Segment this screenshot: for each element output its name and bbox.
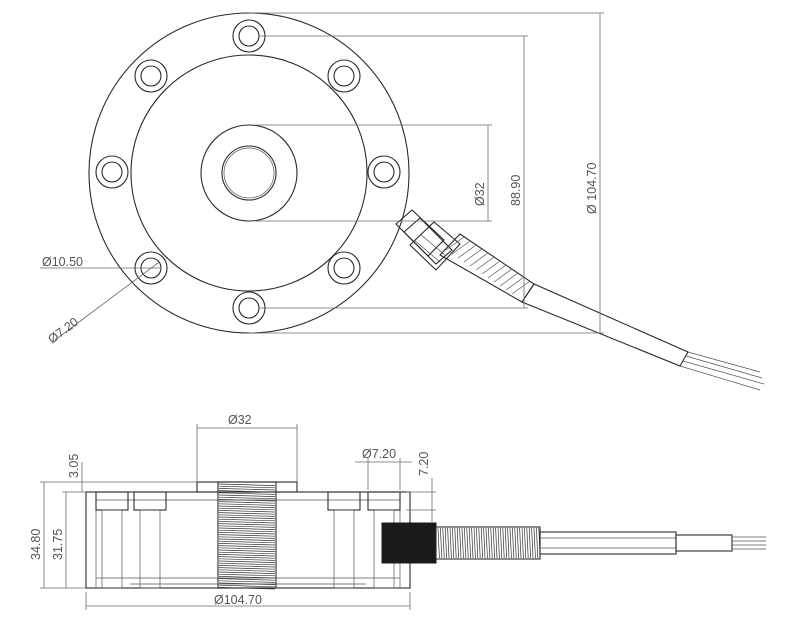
- inner-body: [130, 54, 368, 292]
- dim-hole-depth: 7.20: [417, 452, 431, 476]
- center-bore-outer: [221, 145, 277, 201]
- dim-total-height: 34.80: [29, 529, 43, 560]
- dim-center-side: Ø32: [228, 413, 252, 427]
- outer-flange: [88, 12, 410, 334]
- dim-counterbore: Ø7.20: [45, 315, 81, 347]
- dim-hole-side: Ø7.20: [362, 447, 396, 461]
- side-view: [40, 424, 766, 610]
- bolt-holes: [95, 19, 401, 325]
- dim-center-top: Ø32: [473, 182, 487, 206]
- cable-assembly: [395, 209, 765, 391]
- center-bore-inner: [223, 147, 275, 199]
- dim-body-height: 31.75: [51, 529, 65, 560]
- dim-bolt-circle: 88.90: [509, 175, 523, 206]
- cable-side: [381, 522, 766, 564]
- top-view: [40, 12, 765, 391]
- dim-step-height: 3.05: [67, 454, 81, 478]
- dim-bolt-hole: Ø10.50: [42, 255, 83, 269]
- threaded-bore: [217, 481, 277, 590]
- top-dimensions: [40, 12, 604, 341]
- side-dimensions: [40, 424, 436, 610]
- center-boss: [200, 124, 298, 222]
- dim-outer-side: Ø104.70: [214, 593, 262, 607]
- side-holes: [95, 491, 401, 589]
- dim-outer-top: Ø 104.70: [585, 163, 599, 214]
